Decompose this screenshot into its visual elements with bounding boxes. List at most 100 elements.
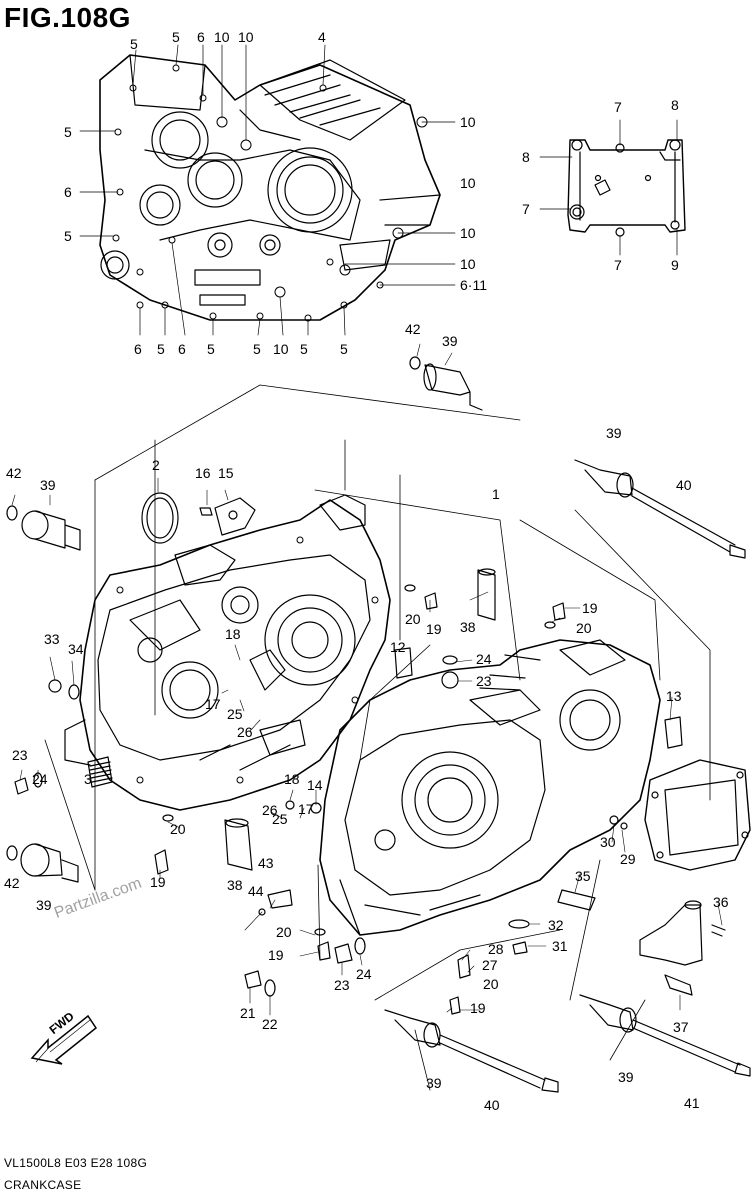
callout-label[interactable]: 43 bbox=[258, 855, 274, 871]
callout-label[interactable]: 21 bbox=[240, 1005, 256, 1021]
callout-label[interactable]: 38 bbox=[460, 619, 476, 635]
callout-label[interactable]: 7 bbox=[522, 201, 530, 217]
callout-label[interactable]: 20 bbox=[576, 620, 592, 636]
callout-label[interactable]: 39 bbox=[442, 333, 458, 349]
callout-label[interactable]: 29 bbox=[620, 851, 636, 867]
callout-label[interactable]: 19 bbox=[426, 621, 442, 637]
callout-label[interactable]: 35 bbox=[575, 868, 591, 884]
callout-label[interactable]: 25 bbox=[272, 811, 288, 827]
callout-label[interactable]: 10 bbox=[214, 29, 230, 45]
forward-direction-arrow bbox=[30, 1014, 98, 1065]
callout-label[interactable]: 6 bbox=[197, 29, 205, 45]
callout-label[interactable]: 6 bbox=[178, 341, 186, 357]
callout-label[interactable]: 44 bbox=[248, 883, 264, 899]
callout-label[interactable]: 42 bbox=[405, 321, 421, 337]
small-parts bbox=[6, 356, 751, 1093]
callout-label[interactable]: 19 bbox=[150, 874, 166, 890]
callout-label[interactable]: 39 bbox=[40, 477, 56, 493]
callout-label[interactable]: 10 bbox=[273, 341, 289, 357]
model-code: VL1500L8 E03 E28 108G bbox=[4, 1156, 148, 1170]
callout-label[interactable]: 24 bbox=[476, 651, 492, 667]
callout-label[interactable]: 5 bbox=[130, 36, 138, 52]
callout-label[interactable]: 6·11 bbox=[460, 277, 487, 293]
callout-label[interactable]: 39 bbox=[618, 1069, 634, 1085]
upper-crankcase-bolt-view bbox=[79, 44, 456, 336]
callout-label[interactable]: 20 bbox=[405, 611, 421, 627]
callout-label[interactable]: 7 bbox=[614, 257, 622, 273]
callout-label[interactable]: 22 bbox=[262, 1016, 278, 1032]
callout-label[interactable]: 6 bbox=[134, 341, 142, 357]
callout-label[interactable]: 31 bbox=[552, 938, 568, 954]
callout-label[interactable]: 24 bbox=[356, 966, 372, 982]
callout-label[interactable]: 18 bbox=[284, 771, 300, 787]
callout-label[interactable]: 2 bbox=[152, 457, 160, 473]
callout-label[interactable]: 30 bbox=[600, 834, 616, 850]
callout-label[interactable]: 5 bbox=[300, 341, 308, 357]
callout-label[interactable]: 42 bbox=[6, 465, 22, 481]
callout-label[interactable]: 12 bbox=[390, 639, 406, 655]
callout-label[interactable]: 20 bbox=[170, 821, 186, 837]
callout-label[interactable]: 6 bbox=[64, 184, 72, 200]
callout-label[interactable]: 38 bbox=[227, 877, 243, 893]
callout-label[interactable]: 5 bbox=[253, 341, 261, 357]
callout-label[interactable]: 16 bbox=[195, 465, 211, 481]
callout-label[interactable]: 39 bbox=[36, 897, 52, 913]
callout-label[interactable]: 5 bbox=[340, 341, 348, 357]
callout-label[interactable]: 20 bbox=[276, 924, 292, 940]
callout-label[interactable]: 23 bbox=[476, 673, 492, 689]
callout-label[interactable]: 1 bbox=[492, 486, 500, 502]
callout-label[interactable]: 32 bbox=[548, 917, 564, 933]
callout-label[interactable]: 24 bbox=[32, 771, 48, 787]
callout-label[interactable]: 19 bbox=[470, 1000, 486, 1016]
callout-label[interactable]: 34 bbox=[68, 641, 84, 657]
callout-label[interactable]: 36 bbox=[713, 894, 729, 910]
callout-label[interactable]: 8 bbox=[522, 149, 530, 165]
callout-label[interactable]: 9 bbox=[671, 257, 679, 273]
callout-label[interactable]: 5 bbox=[64, 124, 72, 140]
callout-label[interactable]: 17 bbox=[298, 801, 314, 817]
callout-label[interactable]: 40 bbox=[676, 477, 692, 493]
callout-label[interactable]: 10 bbox=[460, 175, 476, 191]
callout-label[interactable]: 19 bbox=[268, 947, 284, 963]
callout-label[interactable]: 3 bbox=[84, 771, 92, 787]
callout-label[interactable]: 5 bbox=[172, 29, 180, 45]
callout-label[interactable]: 19 bbox=[582, 600, 598, 616]
callout-label[interactable]: 18 bbox=[225, 626, 241, 642]
callout-label[interactable]: 27 bbox=[482, 957, 498, 973]
callout-label[interactable]: 23 bbox=[12, 747, 28, 763]
callout-label[interactable]: 4 bbox=[318, 29, 326, 45]
callout-label[interactable]: 39 bbox=[606, 425, 622, 441]
callout-label[interactable]: 5 bbox=[207, 341, 215, 357]
callout-label[interactable]: 37 bbox=[673, 1019, 689, 1035]
callout-label[interactable]: 42 bbox=[4, 875, 20, 891]
callout-label[interactable]: 10 bbox=[238, 29, 254, 45]
callout-label[interactable]: 39 bbox=[426, 1075, 442, 1091]
callout-label[interactable]: 17 bbox=[205, 696, 221, 712]
right-crankcase-half bbox=[319, 639, 751, 936]
callout-label[interactable]: 20 bbox=[483, 976, 499, 992]
callout-label[interactable]: 26 bbox=[237, 724, 253, 740]
leader-lines bbox=[11, 343, 723, 1016]
callout-label[interactable]: 33 bbox=[44, 631, 60, 647]
callout-label[interactable]: 26 bbox=[262, 802, 278, 818]
callout-label[interactable]: 10 bbox=[460, 225, 476, 241]
callout-label[interactable]: 23 bbox=[334, 977, 350, 993]
callout-label[interactable]: 40 bbox=[484, 1097, 500, 1113]
callout-label[interactable]: 15 bbox=[218, 465, 234, 481]
callout-label[interactable]: 25 bbox=[227, 706, 243, 722]
callout-label[interactable]: 10 bbox=[460, 256, 476, 272]
callout-label[interactable]: 7 bbox=[614, 99, 622, 115]
callout-label[interactable]: 41 bbox=[684, 1095, 700, 1111]
callout-label[interactable]: 8 bbox=[671, 97, 679, 113]
callout-label[interactable]: 5 bbox=[157, 341, 165, 357]
callout-label[interactable]: 13 bbox=[666, 688, 682, 704]
callout-label[interactable]: 14 bbox=[307, 777, 323, 793]
figure-title: FIG.108G bbox=[4, 2, 131, 33]
reference-lines bbox=[44, 384, 711, 1091]
callout-label[interactable]: 28 bbox=[488, 941, 504, 957]
left-crankcase-half bbox=[64, 494, 391, 811]
callout-label[interactable]: 5 bbox=[64, 228, 72, 244]
callout-label[interactable]: 10 bbox=[460, 114, 476, 130]
